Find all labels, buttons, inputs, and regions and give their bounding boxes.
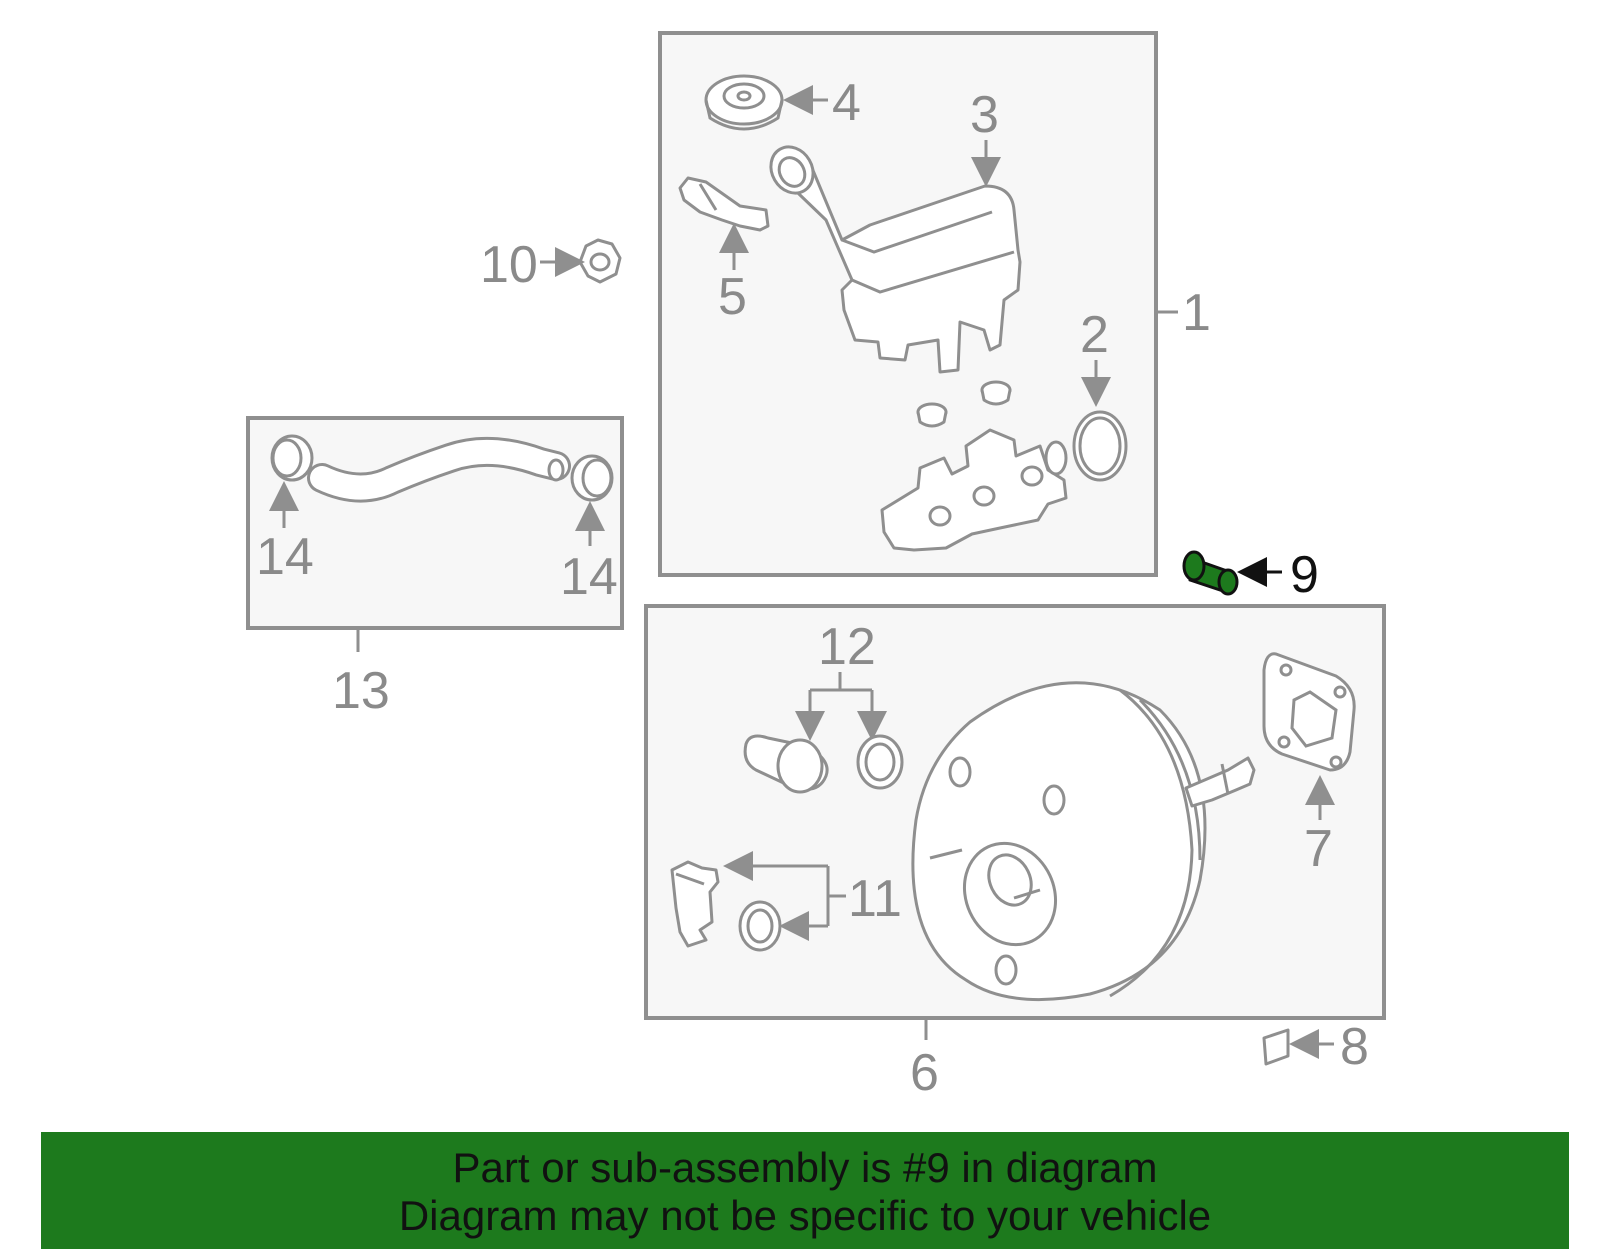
callout-12-leader — [808, 672, 874, 730]
o-ring-seal-part[interactable] — [1072, 410, 1128, 482]
info-banner: Part or sub-assembly is #9 in diagram Di… — [41, 1132, 1569, 1249]
callout-4[interactable]: 4 — [832, 74, 861, 132]
check-valve-part[interactable] — [743, 734, 829, 794]
brake-booster-part[interactable] — [911, 681, 1256, 1002]
reservoir-cap-part[interactable] — [704, 74, 784, 131]
callout-14a[interactable]: 14 — [256, 528, 314, 586]
check-valve-grommet-part[interactable] — [856, 734, 904, 790]
callout-11[interactable]: 11 — [848, 870, 902, 928]
callout-9[interactable]: 9 — [1290, 546, 1319, 604]
reservoir-part[interactable] — [763, 139, 1022, 374]
vacuum-hose-part[interactable] — [307, 436, 571, 503]
callout-7[interactable]: 7 — [1304, 820, 1333, 878]
callout-8[interactable]: 8 — [1340, 1018, 1369, 1076]
callout-13[interactable]: 13 — [332, 662, 390, 720]
highlighted-bolt-part-9[interactable] — [1182, 550, 1239, 596]
parts-diagram: 4 3 5 10 2 1 — [246, 31, 1386, 1102]
callout-3[interactable]: 3 — [970, 86, 999, 144]
mounting-nut-part[interactable] — [578, 238, 622, 284]
banner-line-disclaimer: Diagram may not be specific to your vehi… — [398, 1192, 1212, 1239]
callout-5[interactable]: 5 — [718, 268, 747, 326]
callout-11-leader — [734, 864, 846, 928]
sensor-grommet-part[interactable] — [738, 900, 782, 952]
callout-10[interactable]: 10 — [480, 236, 538, 294]
hose-clamp-left-part[interactable] — [270, 434, 314, 482]
reservoir-grommet-part[interactable] — [916, 380, 1012, 428]
banner-line-part-reference: Part or sub-assembly is #9 in diagram — [452, 1144, 1158, 1191]
booster-gasket-part[interactable] — [1262, 652, 1356, 772]
fluid-level-sensor-part[interactable] — [678, 176, 770, 232]
callout-6[interactable]: 6 — [910, 1044, 939, 1102]
master-cylinder-body-part[interactable] — [880, 428, 1068, 552]
booster-pressure-sensor-part[interactable] — [670, 860, 720, 948]
callout-2[interactable]: 2 — [1080, 306, 1109, 364]
callout-14b[interactable]: 14 — [560, 548, 618, 606]
retaining-clip-part[interactable] — [1262, 1028, 1290, 1066]
callout-12[interactable]: 12 — [818, 618, 876, 676]
hose-clamp-right-part[interactable] — [570, 454, 614, 502]
callout-1[interactable]: 1 — [1182, 284, 1211, 342]
